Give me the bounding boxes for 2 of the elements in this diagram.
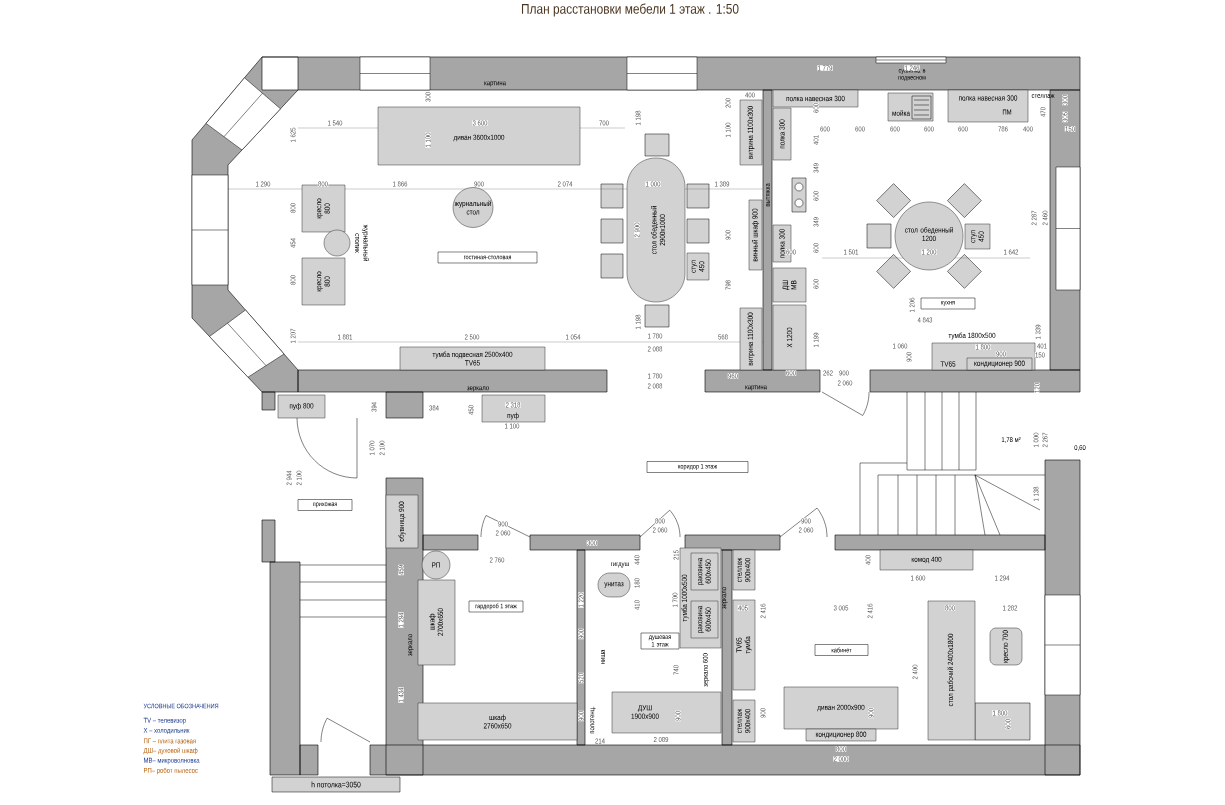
title: План расстановки мебели 1 этаж . 1:50 [521,3,739,17]
ceiling-height-box: h потолка=3050 [271,776,401,793]
